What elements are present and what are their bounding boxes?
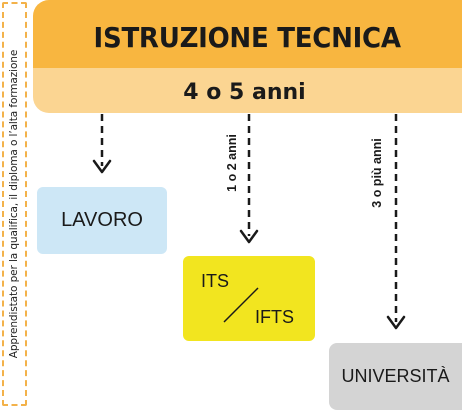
header-title: ISTRUZIONE TECNICA bbox=[93, 20, 402, 54]
header-duration-bar: 4 o 5 anni bbox=[33, 68, 462, 113]
its-ifts-box: ITS IFTS bbox=[183, 256, 315, 341]
arrowhead-its bbox=[239, 229, 259, 244]
university-path-label: 3 o più anni bbox=[370, 138, 384, 208]
arrowhead-lavoro bbox=[92, 159, 112, 174]
header-title-bar: ISTRUZIONE TECNICA bbox=[33, 0, 462, 68]
its-path-label: 1 o 2 anni bbox=[225, 134, 239, 192]
arrowhead-universita bbox=[386, 315, 406, 330]
ifts-label: IFTS bbox=[255, 307, 294, 327]
apprenticeship-frame bbox=[2, 2, 27, 406]
its-label: ITS bbox=[201, 271, 230, 291]
lavoro-box: LAVORO bbox=[37, 187, 167, 254]
its-ifts-divider bbox=[223, 287, 259, 323]
universita-box: UNIVERSITÀ bbox=[329, 343, 462, 410]
header-block: ISTRUZIONE TECNICA 4 o 5 anni bbox=[33, 0, 462, 113]
header-duration: 4 o 5 anni bbox=[183, 80, 306, 105]
